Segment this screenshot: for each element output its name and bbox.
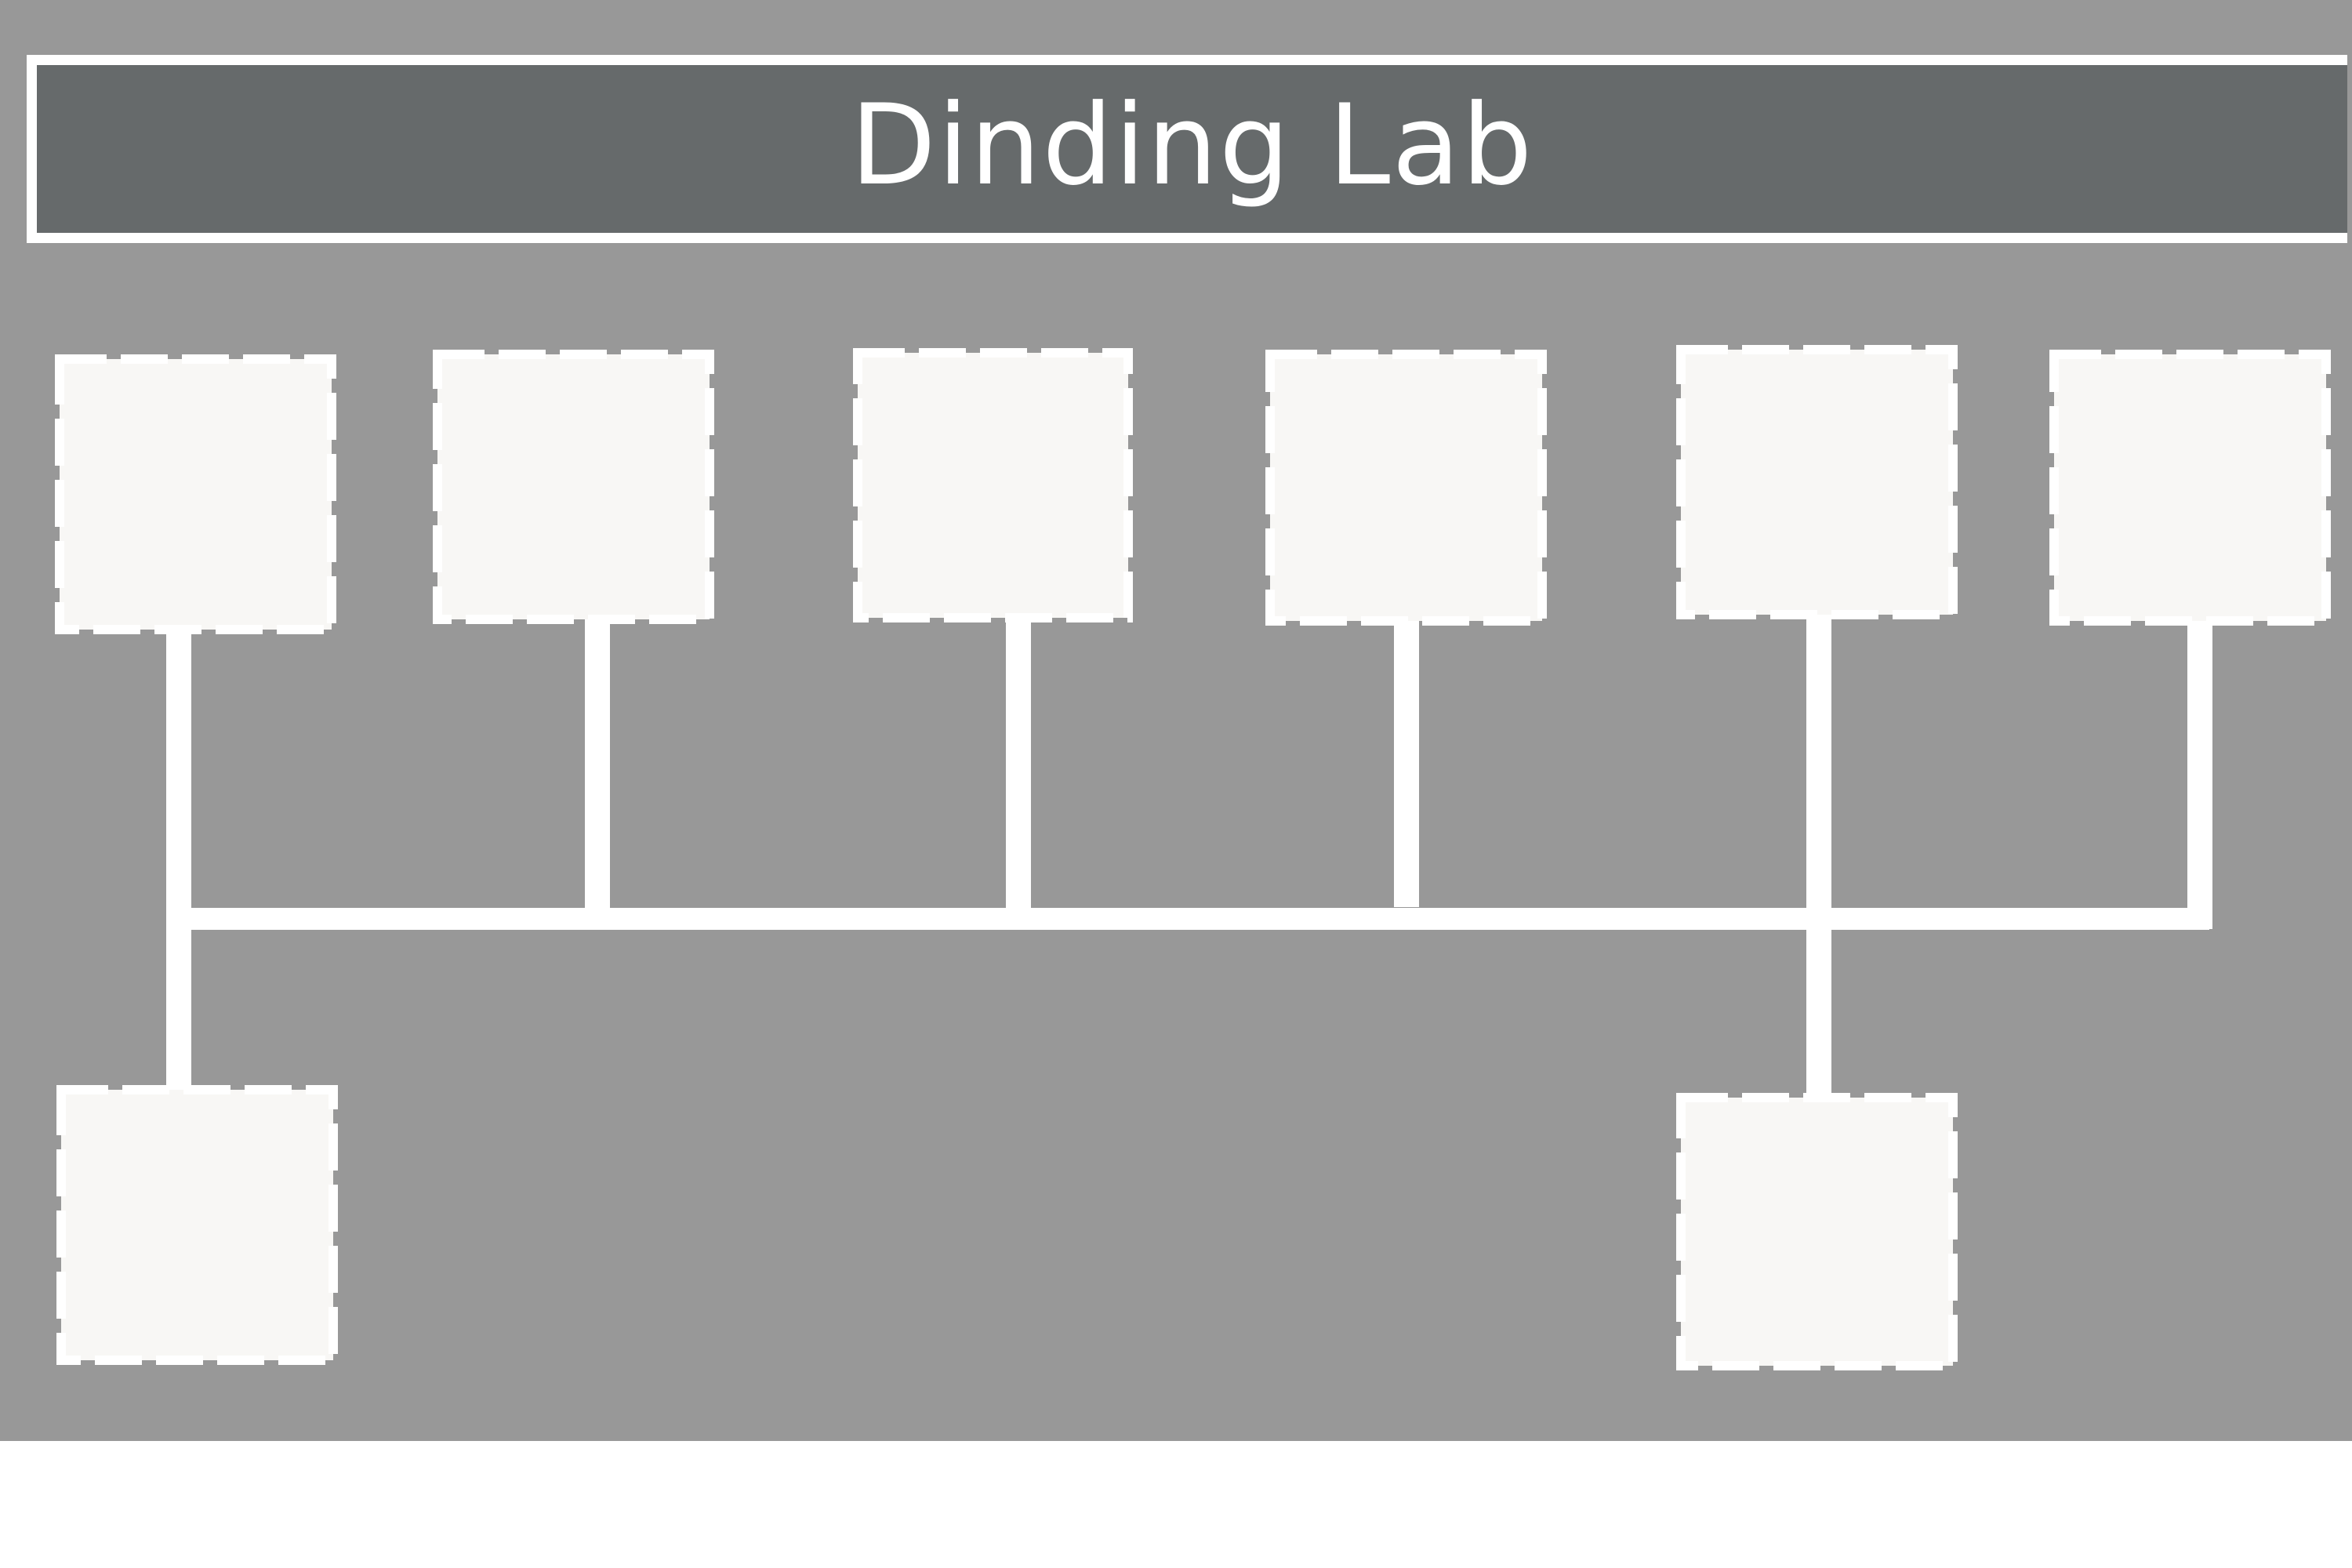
position-box-2[interactable] (433, 350, 714, 624)
position-box-3[interactable] (853, 348, 1133, 622)
title-bar: Dinding Lab (27, 55, 2347, 243)
connector-lines (166, 610, 2212, 1105)
connector-v-4 (1394, 615, 1419, 907)
position-box-8[interactable] (1676, 1093, 1958, 1370)
position-box-1[interactable] (55, 354, 336, 634)
bottom-row (56, 1085, 1958, 1370)
page-title: Dinding Lab (850, 81, 1534, 210)
connector-v-6 (2187, 615, 2212, 929)
position-box-4[interactable] (1265, 350, 1547, 626)
position-box-7[interactable] (56, 1085, 338, 1365)
connector-v-3 (1006, 613, 1031, 909)
bus-line (179, 908, 2209, 930)
top-row (55, 345, 2331, 634)
connector-v-5 (1806, 610, 1831, 1105)
position-box-6[interactable] (2049, 350, 2331, 626)
lab-board: Dinding Lab (0, 0, 2352, 1441)
position-box-5[interactable] (1676, 345, 1958, 619)
connector-v-1 (166, 627, 191, 1098)
connector-v-2 (585, 613, 610, 911)
